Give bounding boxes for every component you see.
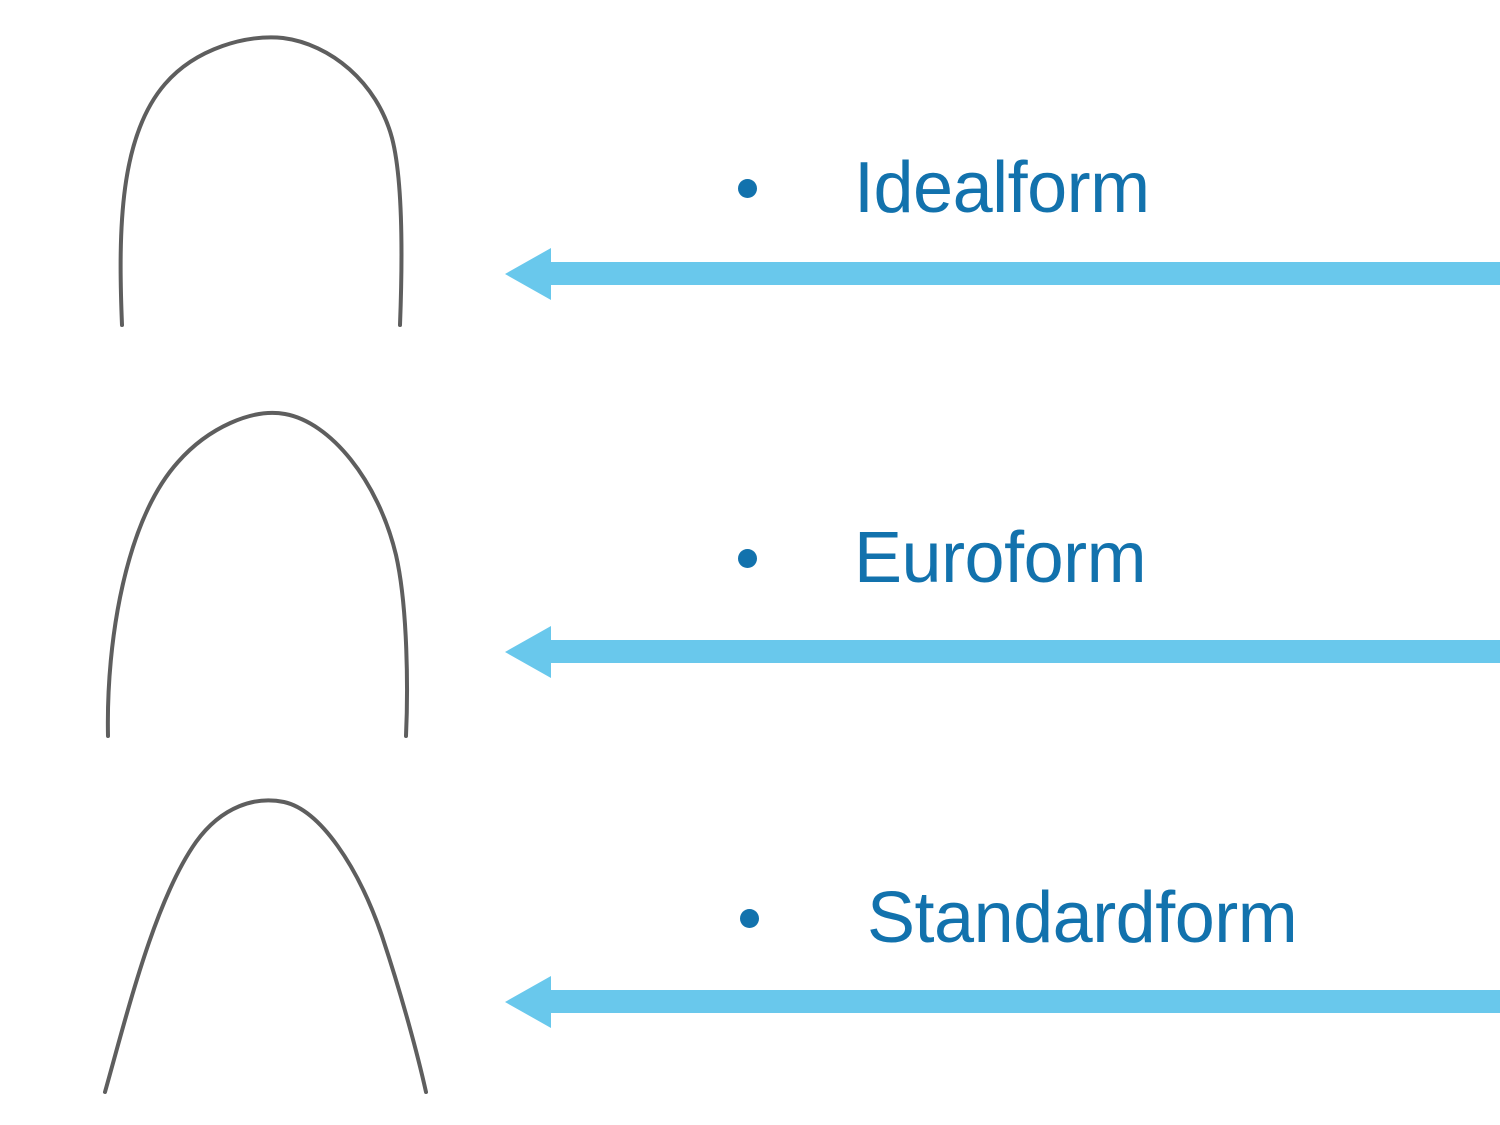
list-item[interactable]: Standardform bbox=[740, 878, 1298, 958]
list-item[interactable]: Idealform bbox=[738, 152, 1150, 224]
archform-label-euroform: Euroform bbox=[854, 518, 1147, 598]
archform-label-idealform: Idealform bbox=[854, 148, 1150, 228]
bullet-icon bbox=[738, 178, 757, 198]
standardform-arrow bbox=[505, 972, 1500, 1032]
euroform-arrow bbox=[505, 622, 1500, 682]
standardform-arch bbox=[0, 780, 470, 1110]
archform-label-standardform: Standardform bbox=[867, 878, 1298, 958]
list-item[interactable]: Euroform bbox=[738, 518, 1147, 598]
bullet-icon bbox=[740, 908, 759, 928]
idealform-arrow bbox=[505, 244, 1500, 304]
bullet-icon bbox=[738, 548, 757, 568]
idealform-arch bbox=[0, 18, 470, 348]
euroform-arch bbox=[0, 400, 470, 750]
